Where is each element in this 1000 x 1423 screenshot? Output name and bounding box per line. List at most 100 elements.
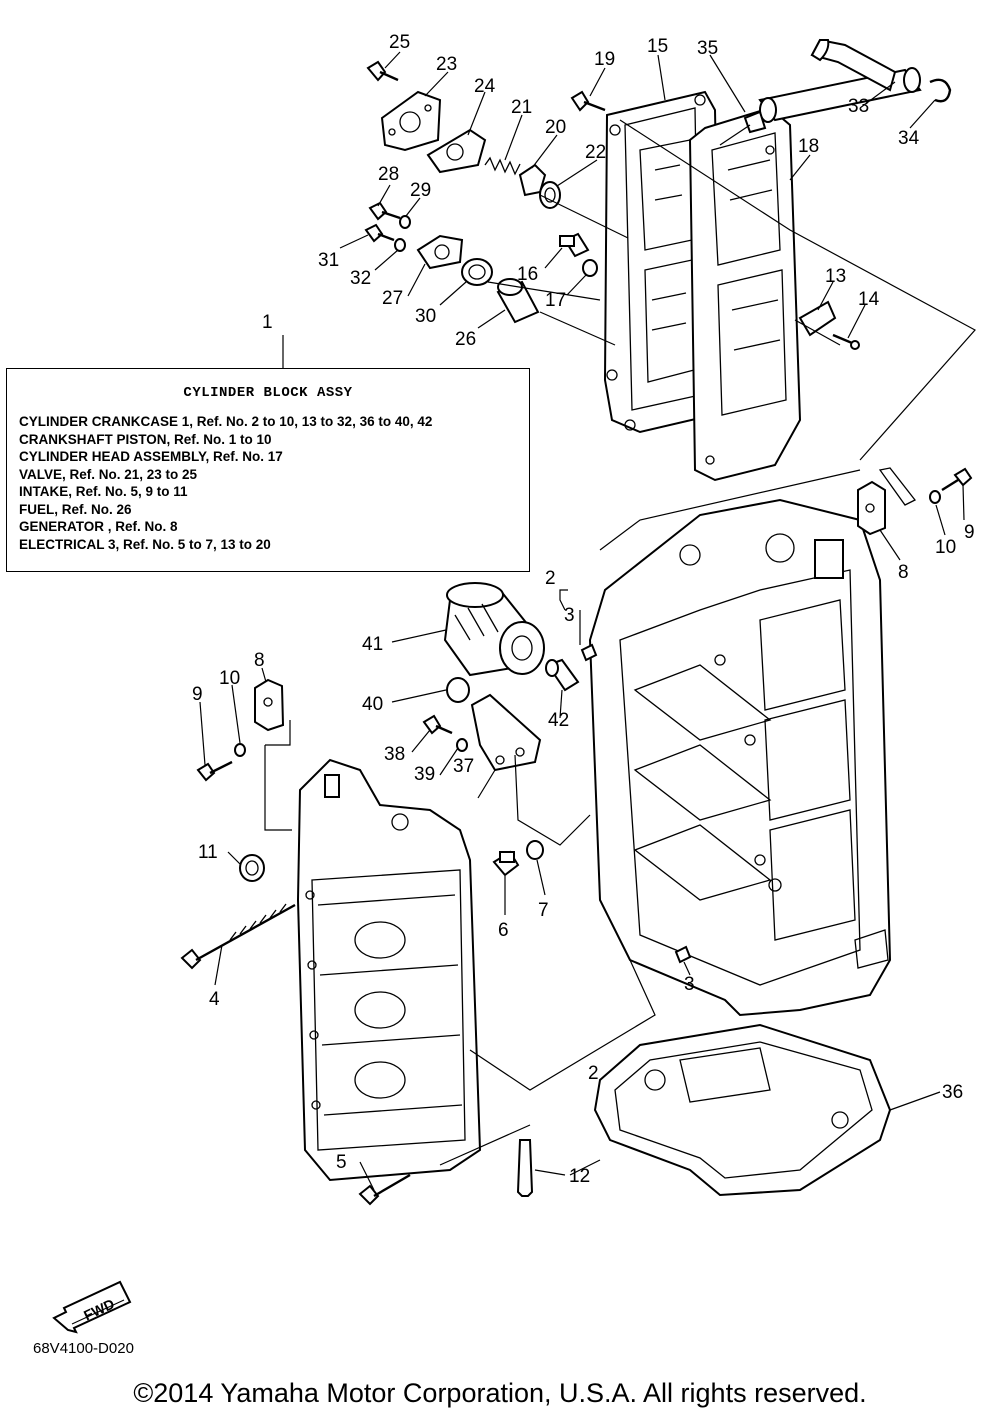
base-gasket-part [593, 1023, 892, 1197]
callout-4: 4 [209, 989, 220, 1010]
assembly-line: CRANKSHAFT PISTON, Ref. No. 1 to 10 [19, 431, 272, 447]
pin-3-upper-part [580, 643, 598, 662]
callout-37: 37 [453, 756, 474, 777]
callout-23: 23 [436, 54, 457, 75]
callout-42: 42 [548, 710, 569, 731]
pin-3-lower-part [674, 945, 692, 964]
callout-18: 18 [798, 136, 819, 157]
callout-10-left: 10 [219, 668, 240, 689]
bolt-25-part [366, 60, 399, 82]
oil-filter-part [443, 582, 545, 677]
callout-29: 29 [410, 180, 431, 201]
bolt-9-part [196, 760, 233, 782]
callout-labels: 1 2 2 3 3 4 5 6 7 8 8 9 9 10 10 11 12 13… [192, 32, 975, 1187]
bolt-28-part [368, 201, 401, 221]
callout-10-right: 10 [935, 537, 956, 558]
callout-16: 16 [517, 264, 538, 285]
forward-arrow-icon: FWD [52, 1280, 132, 1334]
bracket-13-part [798, 300, 837, 337]
assembly-title: CYLINDER BLOCK ASSY [183, 385, 353, 401]
washer-29-part [399, 215, 411, 229]
callout-17: 17 [545, 290, 566, 311]
plug-11-part [239, 854, 265, 882]
callout-8-left: 8 [254, 650, 265, 671]
callout-31: 31 [318, 250, 339, 271]
seal-30-part [461, 258, 493, 286]
assembly-reference-list: CYLINDER CRANKCASE 1, Ref. No. 2 to 10, … [19, 413, 432, 553]
callout-35: 35 [697, 38, 718, 59]
callout-20: 20 [545, 117, 566, 138]
spring-part [484, 156, 521, 176]
gasket-17-part [582, 259, 598, 277]
washer-39-part [456, 738, 468, 752]
assembly-reference-box: CYLINDER BLOCK ASSY CYLINDER CRANKCASE 1… [6, 368, 530, 572]
callout-22: 22 [585, 142, 606, 163]
callout-25: 25 [389, 32, 410, 53]
washer-10-part [234, 743, 246, 757]
bolt-19-part [570, 90, 606, 112]
callout-28: 28 [378, 164, 399, 185]
callout-3-lower: 3 [684, 974, 695, 995]
sleeve-26-part [496, 278, 540, 324]
assembly-line: GENERATOR , Ref. No. 8 [19, 519, 178, 534]
callout-3-upper: 3 [564, 605, 575, 626]
generator-bracket-right-part [857, 467, 917, 536]
copyright-notice: ©2014 Yamaha Motor Corporation, U.S.A. A… [133, 1378, 867, 1408]
callout-32: 32 [350, 268, 371, 289]
assembly-line: CYLINDER HEAD ASSEMBLY, Ref. No. 17 [19, 449, 283, 464]
callout-30: 30 [415, 306, 436, 327]
callout-14: 14 [858, 289, 880, 310]
generator-bracket-part [254, 678, 285, 732]
callout-24: 24 [474, 76, 496, 97]
grommet-part [743, 110, 767, 134]
callout-21: 21 [511, 97, 532, 118]
screw-14-part [832, 333, 860, 350]
callout-13: 13 [825, 266, 846, 287]
washer-32-part [394, 238, 406, 252]
assembly-line: CYLINDER CRANKCASE 1, Ref. No. 2 to 10, … [19, 414, 433, 429]
cylinder-block-part [588, 498, 892, 1017]
assembly-line: INTAKE, Ref. No. 5, 9 to 11 [19, 484, 188, 499]
valve-cover-gasket-part [426, 128, 487, 174]
assembly-guide-lines [264, 119, 976, 1176]
callout-26: 26 [455, 329, 476, 350]
callout-34: 34 [898, 128, 920, 149]
dowel-12-part [516, 1139, 534, 1197]
drain-plug-6-part [492, 850, 520, 877]
oil-fitting-42-part [545, 658, 580, 692]
valve-cover-part [380, 90, 442, 152]
bolt-31-part [364, 223, 395, 243]
gasket-7-part [526, 840, 544, 860]
hose-clamp-part [929, 78, 952, 103]
leader-lines [199, 51, 965, 1191]
callout-7: 7 [538, 900, 549, 921]
callout-15: 15 [647, 36, 668, 57]
assembly-line: FUEL, Ref. No. 26 [19, 501, 132, 517]
callout-19: 19 [594, 49, 615, 70]
crankcase-part [296, 758, 482, 1182]
drawing-code: 68V4100-D020 [33, 1340, 134, 1357]
callout-5: 5 [336, 1152, 347, 1173]
callout-36: 36 [942, 1082, 963, 1103]
thermostat-cover-part [416, 234, 464, 270]
callout-2-upper: 2 [545, 568, 556, 589]
exhaust-cover-gasket-part [688, 106, 802, 482]
callout-8-right: 8 [898, 562, 909, 583]
callout-41: 41 [362, 634, 383, 655]
washer-10-right-part [929, 490, 941, 504]
callout-9-right: 9 [964, 522, 975, 543]
assembly-line: ELECTRICAL 3, Ref. No. 5 to 7, 13 to 20 [19, 536, 271, 552]
bolt-9-right-part [941, 467, 973, 492]
bolt-4-part [180, 903, 296, 970]
bracket-37-part [470, 693, 542, 772]
callout-9-left: 9 [192, 684, 203, 705]
callout-2-lower: 2 [588, 1063, 599, 1084]
bolt-38-part [422, 714, 453, 735]
bolt-5-part [358, 1173, 411, 1206]
callout-12: 12 [569, 1166, 590, 1187]
plug-16-part [559, 232, 590, 258]
callout-6: 6 [498, 920, 509, 941]
assembly-line: VALVE, Ref. No. 21, 23 to 25 [19, 466, 198, 482]
callout-40: 40 [362, 694, 383, 715]
